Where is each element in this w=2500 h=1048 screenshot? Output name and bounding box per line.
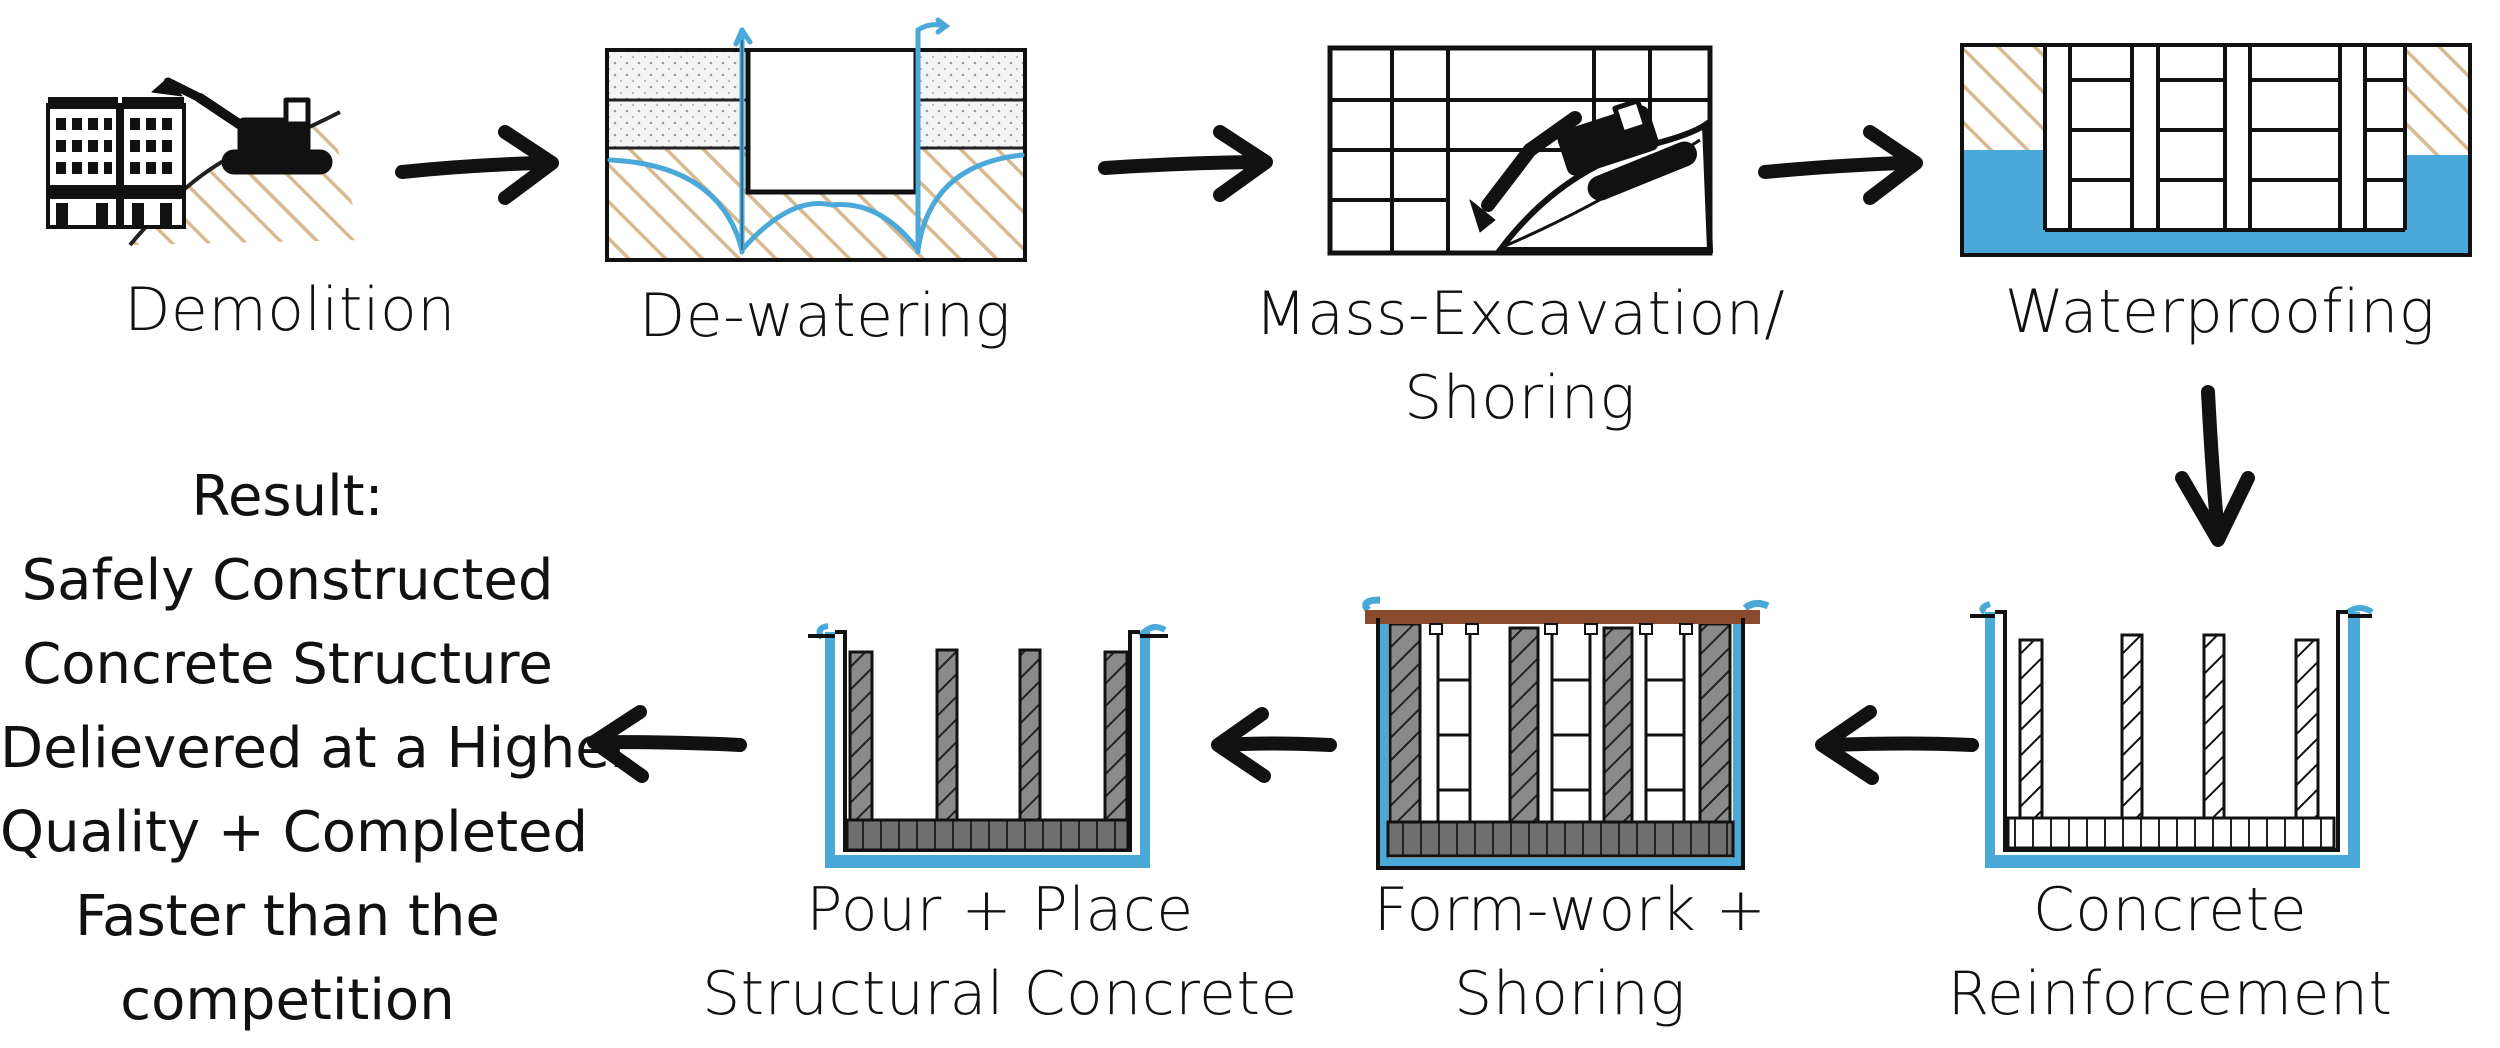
step-label-line: Shoring bbox=[1404, 363, 1636, 433]
waterproofing-icon bbox=[1960, 43, 2472, 257]
step-label-line: Pour + Place bbox=[806, 875, 1194, 945]
formwork-icon bbox=[1362, 596, 1770, 870]
arrow-right-1 bbox=[395, 125, 559, 205]
step-label-line: Mass-Excavation/ bbox=[1254, 279, 1786, 349]
result-line: Concrete Structure bbox=[22, 632, 553, 697]
step-label-dewatering: De-watering bbox=[575, 274, 1075, 358]
step-label-line: Form-work + bbox=[1373, 875, 1767, 945]
result-line: Safely Constructed bbox=[21, 548, 554, 613]
concrete-reinforcement-icon bbox=[1970, 601, 2374, 868]
arrow-left-3 bbox=[587, 705, 747, 783]
step-label-line: De-watering bbox=[639, 281, 1011, 351]
step-label-line: Waterproofing bbox=[2004, 277, 2436, 347]
step-label-line: Demolition bbox=[124, 275, 456, 345]
step-label-demolition: Demolition bbox=[40, 268, 540, 352]
pour-place-icon bbox=[808, 623, 1168, 868]
mass-excavation-icon bbox=[1327, 45, 1714, 256]
step-label-pour-place: Pour + Place Structural Concrete bbox=[700, 868, 1300, 1036]
result-text: Result: Safely Constructed Concrete Stru… bbox=[0, 455, 633, 1043]
step-label-line: Structural Concrete bbox=[702, 959, 1298, 1029]
arrow-left-2 bbox=[1211, 707, 1337, 783]
step-label-waterproofing: Waterproofing bbox=[1960, 270, 2480, 354]
result-line: Delievered at a Higher bbox=[0, 716, 633, 781]
demolition-icon bbox=[46, 77, 362, 247]
step-label-formwork: Form-work + Shoring bbox=[1320, 868, 1820, 1036]
arrow-right-2 bbox=[1098, 125, 1273, 202]
result-line: Faster than the bbox=[75, 884, 500, 949]
arrow-left-1 bbox=[1815, 705, 1979, 785]
result-line: competition bbox=[120, 968, 455, 1033]
dewatering-icon bbox=[605, 17, 1027, 262]
step-label-line: Shoring bbox=[1454, 959, 1686, 1029]
result-line: Result: bbox=[191, 464, 384, 529]
result-line: Quality + Completed bbox=[0, 800, 589, 865]
step-label-line: Concrete bbox=[2032, 875, 2308, 945]
step-label-mass-excavation: Mass-Excavation/ Shoring bbox=[1210, 272, 1830, 440]
arrow-right-3 bbox=[1758, 125, 1923, 205]
step-label-line: Reinforcement bbox=[1947, 959, 2393, 1029]
arrow-down bbox=[2175, 385, 2255, 547]
step-label-concrete-reinforcement: Concrete Reinforcement bbox=[1900, 868, 2440, 1036]
